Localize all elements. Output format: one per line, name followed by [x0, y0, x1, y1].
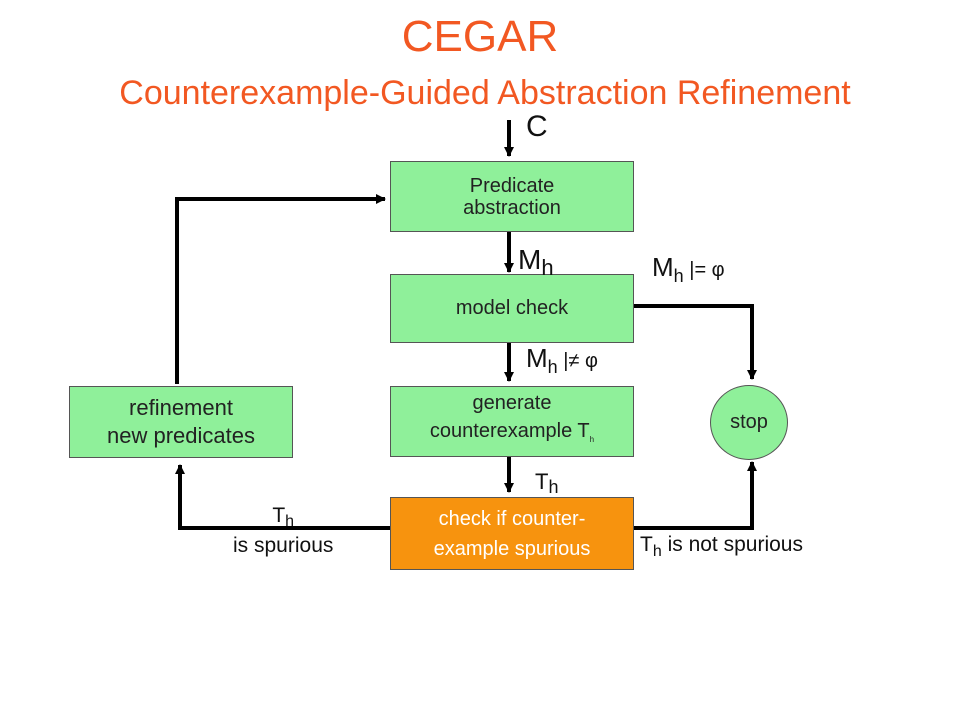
model-check-box: model check [390, 274, 634, 343]
generate-line1: generate [472, 392, 552, 414]
check-line1: check if counter- [438, 507, 586, 530]
input-label: C [526, 110, 548, 143]
refine-arrow [175, 194, 386, 384]
stop-label: stop [730, 411, 768, 433]
refinement-line1: refinement [129, 395, 233, 420]
mh-sat-label: Mh |= φ [652, 252, 725, 287]
model-check-label: model check [455, 297, 569, 319]
spurious-arrow [175, 464, 390, 530]
diagram-subtitle: Counterexample-Guided Abstraction Refine… [119, 74, 851, 112]
predicate-abstraction-line2: abstraction [463, 196, 561, 219]
spurious-label: Th is spurious [233, 504, 334, 557]
check-line2: example spurious [433, 537, 591, 560]
mh-unsat-label: Mh |≠ φ [526, 343, 598, 378]
th-edge-label: Th [535, 469, 559, 497]
predicate-abstraction-box: Predicate abstraction [390, 161, 634, 232]
refinement-line2: new predicates [107, 423, 255, 448]
diagram-title: CEGAR [401, 12, 559, 61]
mh-sat-arrow [634, 304, 757, 380]
not-spurious-arrow [634, 461, 757, 530]
generate-counterexample-box: generate counterexample Th [390, 386, 634, 457]
refinement-box: refinement new predicates [69, 386, 293, 458]
stop-node: stop [710, 385, 788, 460]
check-spurious-box: check if counter- example spurious [390, 497, 634, 570]
generate-line2: counterexample Th [429, 420, 595, 444]
predicate-abstraction-line1: Predicate [469, 174, 555, 197]
mh-edge-label: Mh [518, 244, 554, 280]
not-spurious-label: Th is not spurious [640, 533, 803, 561]
